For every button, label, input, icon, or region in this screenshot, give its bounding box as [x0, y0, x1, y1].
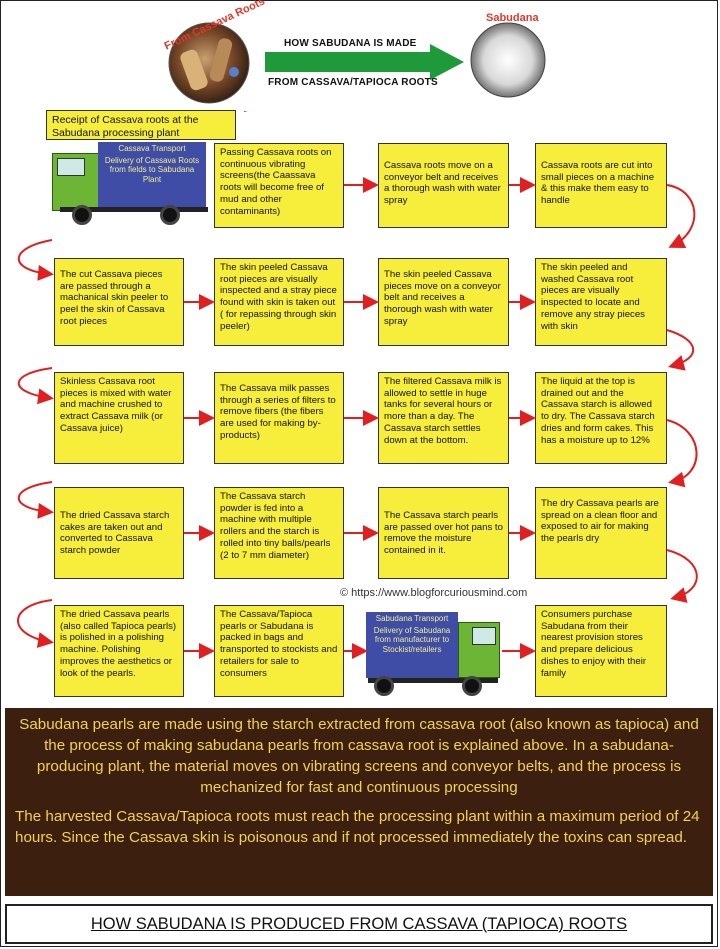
- cassava-transport-text: Delivery of Cassava Roots from fields to…: [104, 156, 200, 184]
- step-1-box: Passing Cassava roots on continuous vibr…: [214, 143, 344, 228]
- step-15-box: The dry Cassava pearls are spread on a c…: [535, 487, 667, 579]
- sabudana-pearls-image: [470, 22, 546, 98]
- step-8-box: Skinless Cassava root pieces is mixed wi…: [54, 372, 184, 464]
- step-11-box: The liquid at the top is drained out and…: [535, 372, 667, 464]
- info-paragraph-1: Sabudana pearls are made using the starc…: [19, 716, 699, 796]
- wheel-icon: [462, 676, 482, 696]
- step-2-box: Cassava roots move on a conveyor belt an…: [378, 143, 509, 228]
- step-4-box: The cut Cassava pieces are passed throug…: [54, 258, 184, 346]
- arrow-top-text: HOW SABUDANA IS MADE: [284, 38, 417, 49]
- wheel-icon: [374, 676, 394, 696]
- step-17-box: The Cassava/Tapioca pearls or Sabudana i…: [214, 605, 344, 697]
- receipt-box: Receipt of Cassava roots at the Sabudana…: [46, 110, 236, 140]
- wheel-icon: [72, 205, 92, 225]
- step-13-box: The Cassava starch powder is fed into a …: [214, 487, 344, 579]
- sabudana-label: Sabudana: [486, 12, 539, 24]
- cassava-transport-title: Cassava Transport: [118, 144, 186, 153]
- step-7-box: The skin peeled and washed Cassava root …: [535, 258, 667, 346]
- step-16-box: The dried Cassava pearls (also called Ta…: [54, 605, 184, 697]
- sabudana-transport-text: Delivery of Sabudana from manufacturer t…: [373, 626, 451, 654]
- green-arrow-icon: [265, 44, 464, 80]
- credit-text: © https://www.blogforcuriousmind.com: [340, 587, 528, 599]
- step-18-box: Consumers purchase Sabudana from their n…: [535, 605, 667, 697]
- footer-title: HOW SABUDANA IS PRODUCED FROM CASSAVA (T…: [5, 904, 713, 944]
- step-6-box: The skin peeled Cassava pieces move on a…: [378, 258, 509, 346]
- wheel-icon: [160, 205, 180, 225]
- step-14-box: The Cassava starch pearls are passed ove…: [378, 487, 509, 579]
- info-paragraph-2: The harvested Cassava/Tapioca roots must…: [15, 808, 700, 846]
- step-12-box: The dried Cassava starch cakes are taken…: [54, 487, 184, 579]
- step-10-box: The filtered Cassava milk is allowed to …: [378, 372, 509, 464]
- arrow-bottom-text: FROM CASSAVA/TAPIOCA ROOTS: [268, 77, 438, 88]
- step-9-box: The Cassava milk passes through a series…: [214, 372, 344, 464]
- step-5-box: The skin peeled Cassava root pieces are …: [214, 258, 344, 346]
- info-section: Sabudana pearls are made using the starc…: [5, 708, 713, 896]
- sabudana-transport-title: Sabudana Transport: [375, 614, 449, 623]
- header-graphics: [168, 22, 546, 112]
- flow-arrows: [17, 177, 698, 659]
- step-3-box: Cassava roots are cut into small pieces …: [535, 143, 667, 228]
